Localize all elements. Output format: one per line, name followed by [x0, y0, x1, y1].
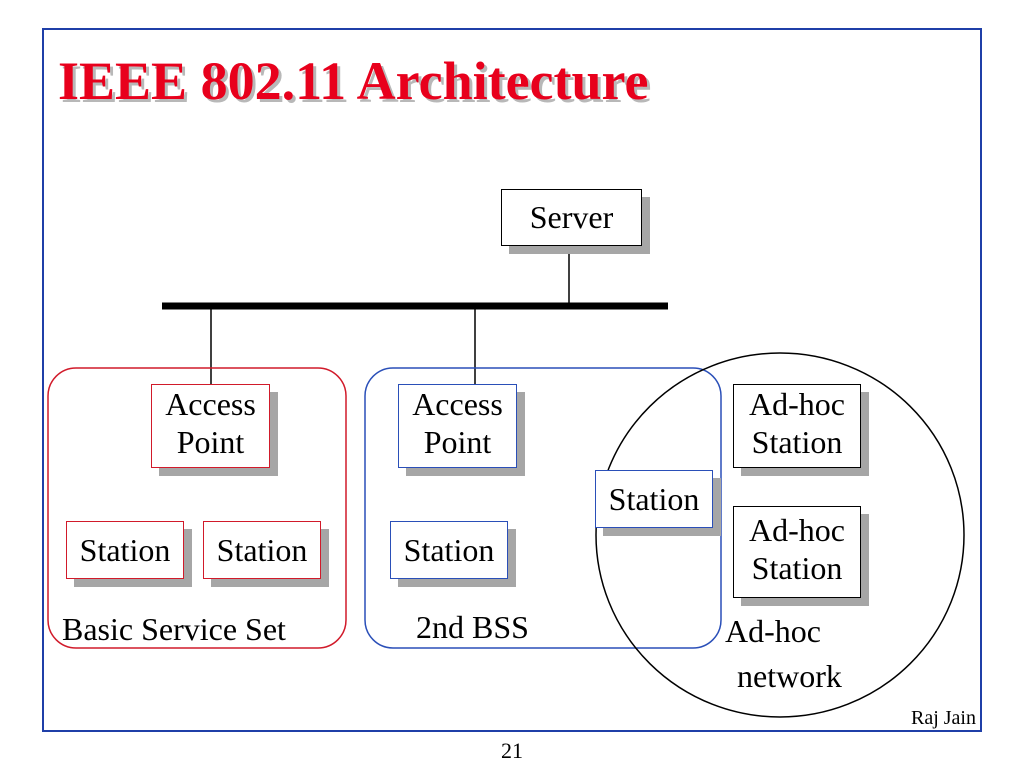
bss-label: Basic Service Set: [62, 611, 286, 647]
bss2-label: 2nd BSS: [416, 609, 529, 645]
adhoc-region: [595, 352, 965, 718]
bss-access-point-line1: Access: [165, 386, 256, 422]
bss2-access-point-line1: Access: [412, 386, 503, 422]
bss2-station-2-label: Station: [608, 481, 700, 517]
bss2-access-point: Access Point: [398, 384, 517, 468]
bss-access-point-line2: Point: [176, 424, 245, 460]
server-box: Server: [501, 189, 642, 246]
adhoc-station-1-line1: Ad-hoc: [749, 386, 845, 422]
server-label: Server: [529, 199, 614, 235]
adhoc-station-1: Ad-hoc Station: [733, 384, 861, 468]
bss2-station-1-label: Station: [403, 532, 495, 568]
adhoc-station-2-line1: Ad-hoc: [749, 512, 845, 548]
bss2-station-2: Station: [595, 470, 713, 528]
slide-title: IEEE 802.11 Architecture: [58, 51, 649, 111]
slide-frame: [42, 28, 982, 732]
bss2-access-point-line2: Point: [423, 424, 492, 460]
adhoc-station-2: Ad-hoc Station: [733, 506, 861, 598]
bss2-region: [364, 367, 722, 649]
adhoc-station-2-line2: Station: [751, 550, 843, 586]
author-credit: Raj Jain: [911, 707, 976, 729]
bss-station-2-label: Station: [216, 532, 308, 568]
bss-station-2: Station: [203, 521, 321, 579]
adhoc-station-1-line2: Station: [751, 424, 843, 460]
bss-station-1-label: Station: [79, 532, 171, 568]
adhoc-label-line2: network: [737, 658, 842, 694]
page-number: 21: [501, 738, 523, 763]
bss-access-point: Access Point: [151, 384, 270, 468]
bss-region: [47, 367, 347, 649]
adhoc-label-line1: Ad-hoc: [725, 613, 821, 649]
bss-station-1: Station: [66, 521, 184, 579]
bss2-station-1: Station: [390, 521, 508, 579]
